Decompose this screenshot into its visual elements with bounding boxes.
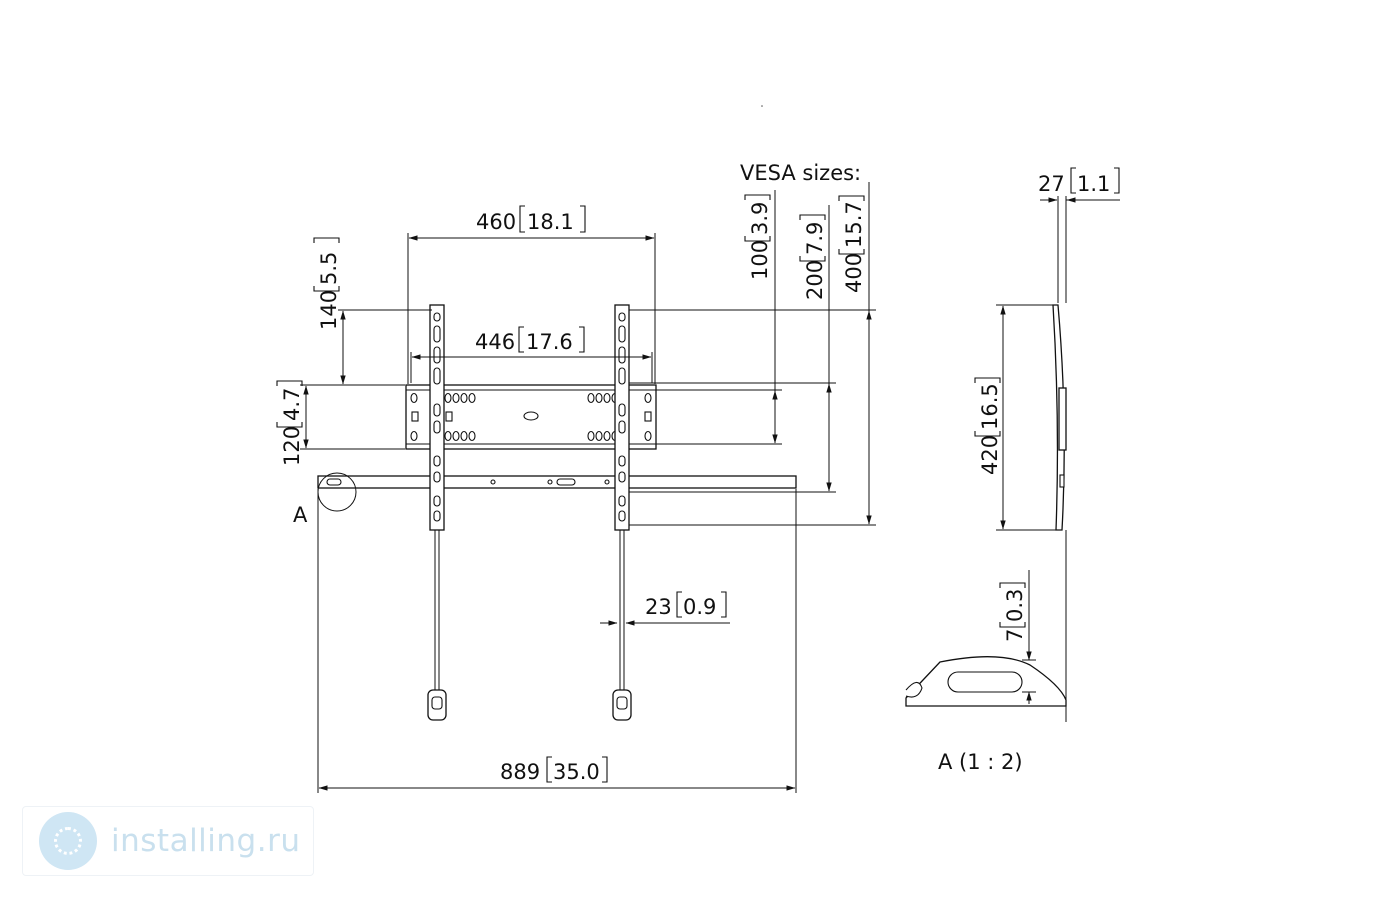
speck: [761, 105, 763, 107]
watermark-text: installing.ru: [111, 823, 301, 859]
dim-446: 446 17.6: [410, 326, 653, 383]
left-arm: [427, 304, 447, 721]
watermark: installing.ru: [22, 806, 314, 876]
detail-caption: A (1 : 2): [938, 750, 1023, 774]
dim-23-value: 23: [645, 595, 672, 619]
plate-holes-left: [410, 392, 476, 442]
dim-vesa-200: 200 7.9: [629, 205, 836, 493]
globe-dots-icon: [39, 812, 97, 870]
dim-7-value: 7: [1003, 629, 1027, 642]
dim-420: 420 16.5: [974, 304, 1056, 531]
dim-120-inch: 4.7: [280, 388, 304, 421]
dim-7-inch: 0.3: [1003, 589, 1027, 622]
dim-vesa-400: 400 15.7: [629, 182, 876, 526]
vesa-100-value: 100: [748, 240, 772, 280]
dim-120-value: 120: [280, 426, 304, 466]
dim-140: 140 5.5: [313, 237, 432, 386]
dim-460-inch: 18.1: [527, 210, 574, 234]
wall-plate: [405, 384, 657, 450]
dim-23: 23 0.9: [600, 591, 730, 626]
detail-marker-a: A: [293, 503, 308, 527]
dim-889-value: 889: [500, 760, 540, 784]
dim-889: 889 35.0: [317, 489, 797, 793]
vesa-400-value: 400: [842, 253, 866, 293]
dim-446-value: 446: [475, 330, 515, 354]
dim-140-value: 140: [317, 290, 341, 330]
center-level-icon: [523, 411, 539, 421]
dim-460-value: 460: [476, 210, 516, 234]
dim-140-inch: 5.5: [317, 252, 341, 285]
plate-holes-right: [587, 392, 652, 442]
dim-889-inch: 35.0: [553, 760, 600, 784]
dim-27-inch: 1.1: [1077, 172, 1110, 196]
dim-vesa-100: 100 3.9: [629, 190, 782, 445]
right-arm: [612, 304, 632, 721]
vesa-100-inch: 3.9: [748, 202, 772, 235]
detail-a-view: 7 0.3 A (1 : 2): [905, 570, 1067, 774]
dim-420-inch: 16.5: [978, 383, 1002, 430]
dim-446-inch: 17.6: [526, 330, 573, 354]
dim-420-value: 420: [978, 435, 1002, 475]
dim-23-inch: 0.9: [683, 595, 716, 619]
vesa-title: VESA sizes:: [740, 161, 861, 185]
bottom-rail: [317, 475, 797, 489]
vesa-200-inch: 7.9: [803, 222, 827, 255]
front-view: 460 18.1 446 17.6 140 5.5: [276, 161, 876, 793]
dim-460: 460 18.1: [407, 205, 656, 384]
side-view: 27 1.1 420 16.5: [974, 167, 1120, 722]
dim-120: 120 4.7: [276, 380, 405, 466]
vesa-200-value: 200: [803, 260, 827, 300]
vesa-400-inch: 15.7: [842, 201, 866, 248]
dim-27-value: 27: [1038, 172, 1065, 196]
dim-27: 27 1.1: [1038, 167, 1120, 203]
